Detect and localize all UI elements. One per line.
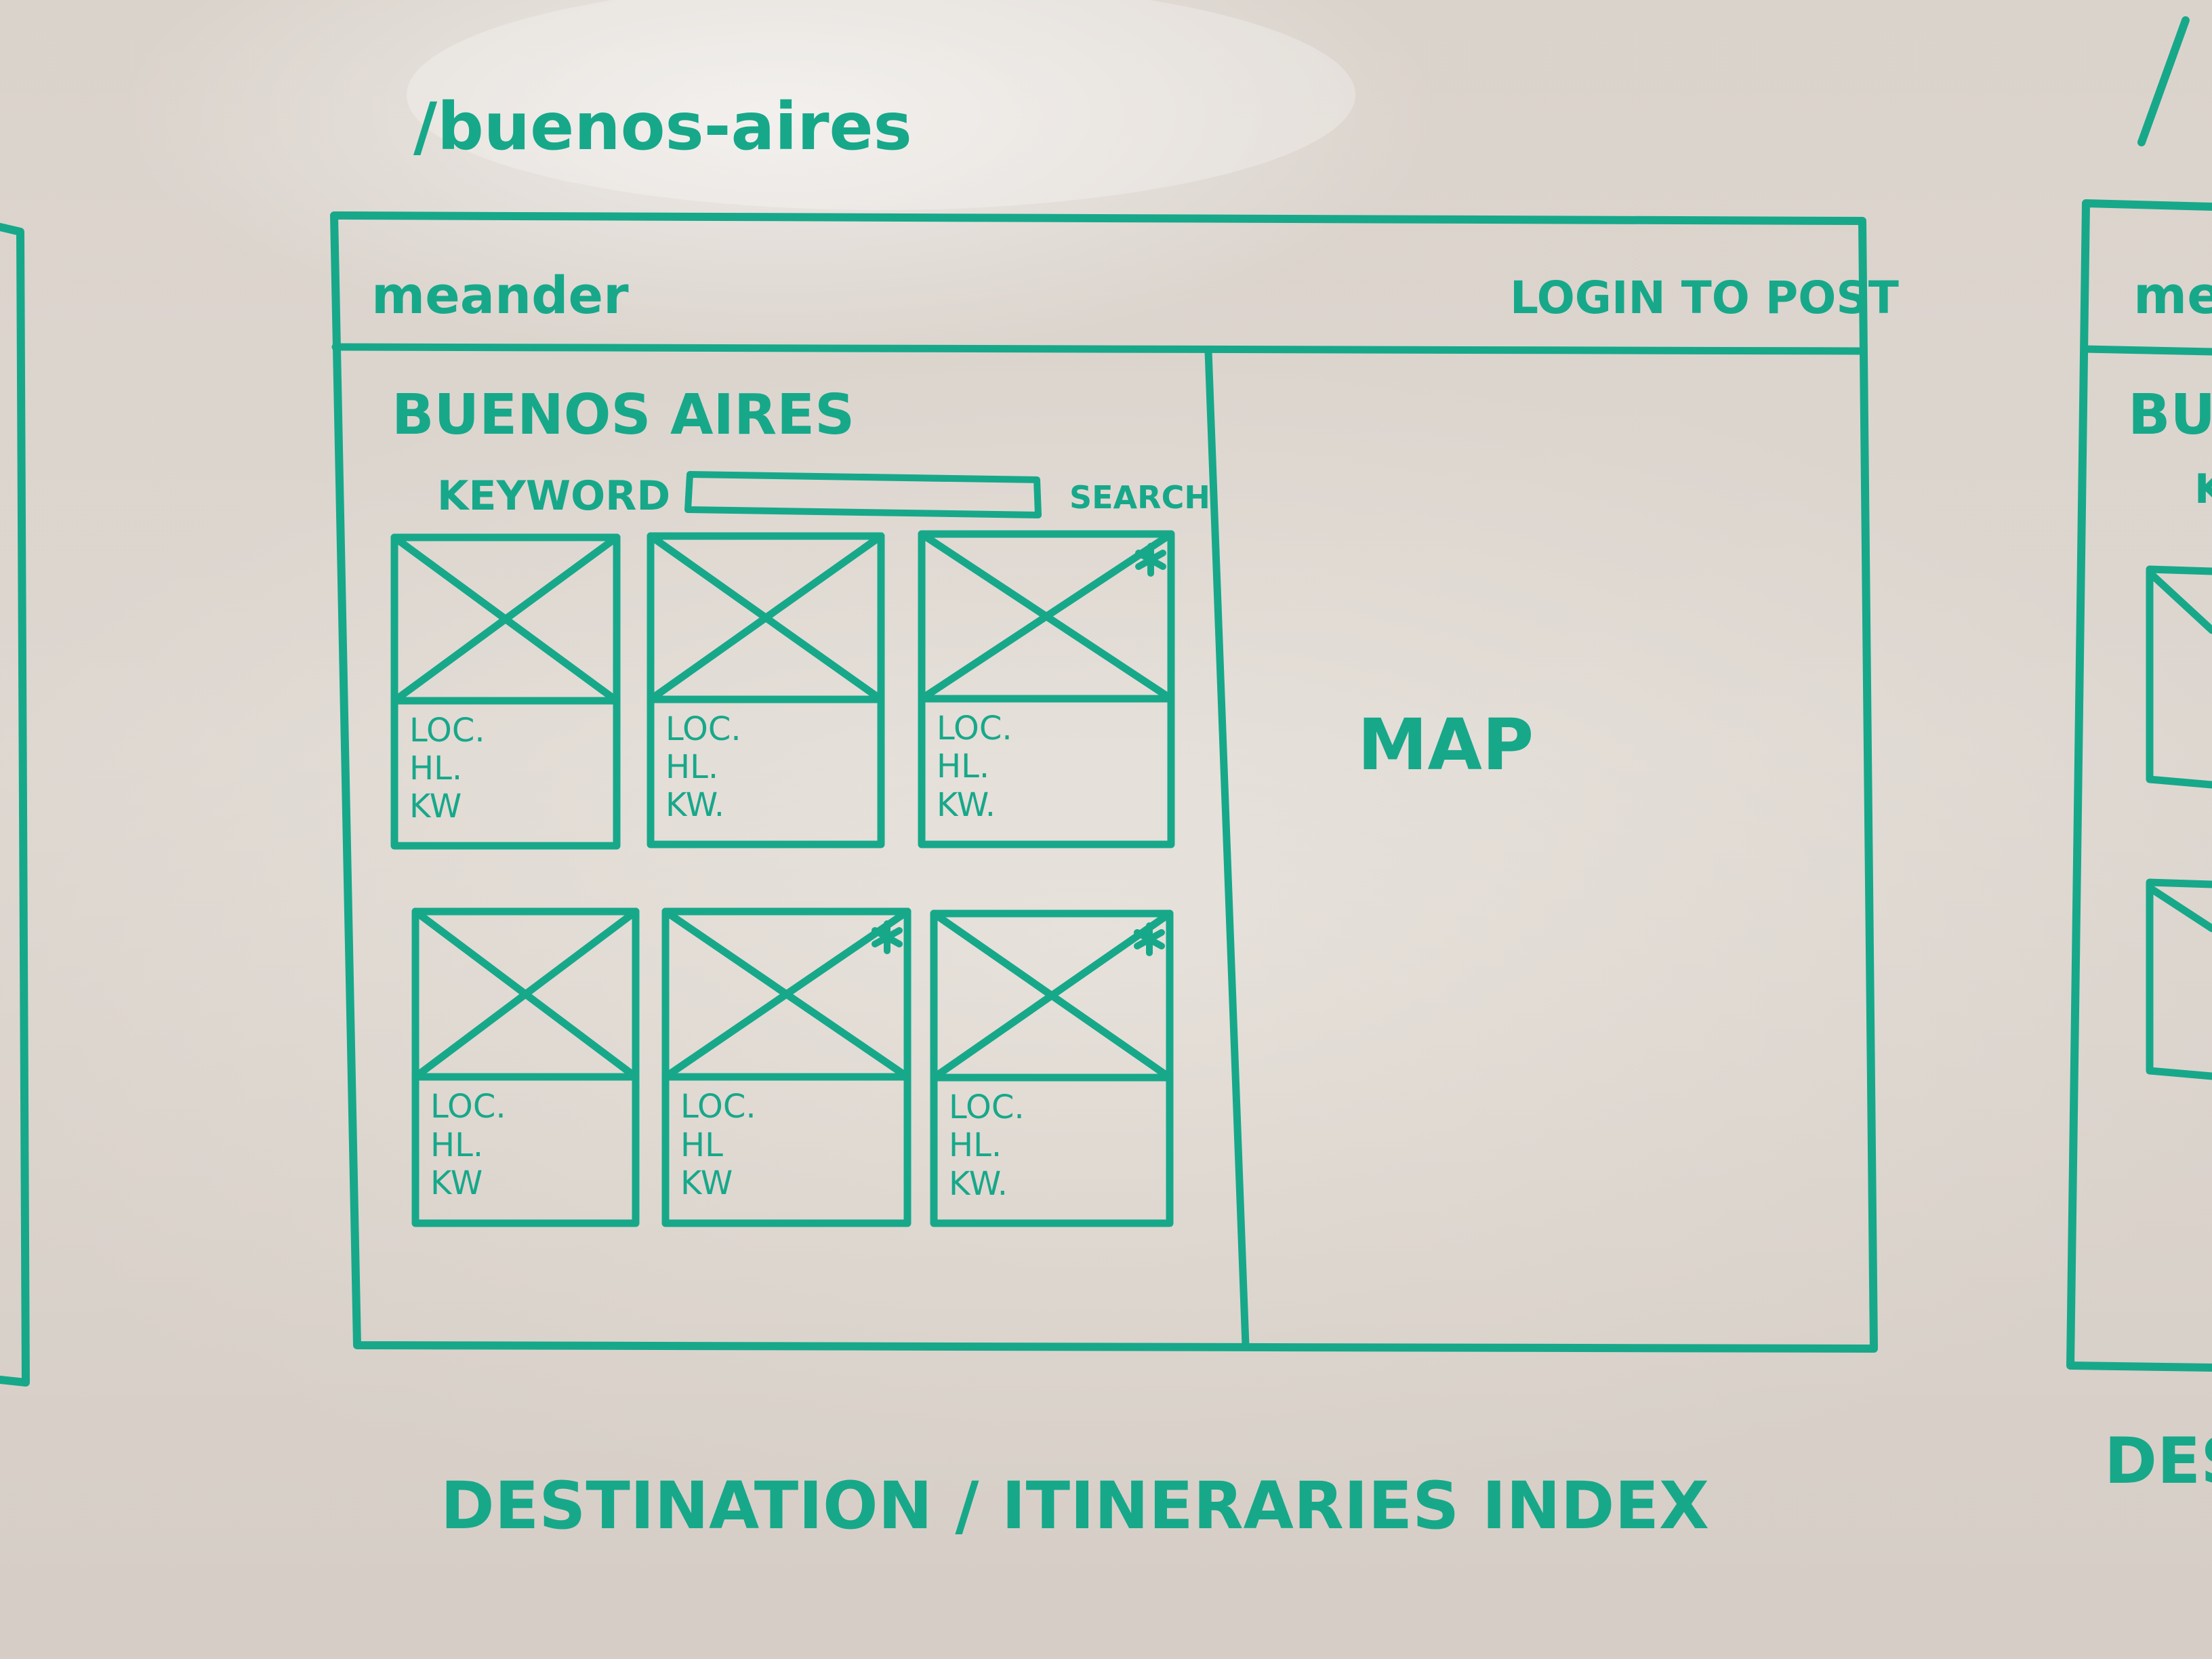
search-button[interactable]: SEARCH <box>1069 479 1210 516</box>
itinerary-card-1[interactable]: LOC.HL.KW <box>390 533 621 850</box>
card-keywords: KW. <box>949 1165 1008 1203</box>
neighbor-right-header-divider <box>2080 345 2212 356</box>
card-highlights: HL. <box>409 750 462 787</box>
neighbor-left-frame <box>0 223 30 1387</box>
card-frame <box>647 532 885 848</box>
card-keywords: KW <box>430 1164 483 1202</box>
card-highlights: HL. <box>430 1126 483 1164</box>
keyword-input[interactable] <box>684 471 1042 518</box>
card-frame <box>918 530 1175 848</box>
card-highlights: HL. <box>949 1126 1002 1164</box>
card-location: LOC. <box>430 1088 506 1126</box>
card-location: LOC. <box>949 1088 1025 1126</box>
neighbor-right-card-1 <box>2146 565 2212 789</box>
split-divider <box>1204 347 1250 1349</box>
card-frame <box>390 533 621 850</box>
logo[interactable]: meander <box>371 265 629 325</box>
image-placeholder-icon <box>647 532 885 703</box>
neighbor-right-logo: me <box>2133 265 2212 325</box>
star-icon[interactable] <box>1134 922 1165 956</box>
itinerary-card-6[interactable]: LOC.HL.KW. <box>930 909 1174 1227</box>
card-frame <box>411 907 640 1227</box>
image-placeholder-icon <box>390 533 621 705</box>
star-icon[interactable] <box>872 920 903 954</box>
neighbor-right-keyword: K <box>2194 466 2212 513</box>
destination-title: BUENOS AIRES <box>392 383 855 447</box>
glare <box>407 0 1355 210</box>
card-location: LOC. <box>937 710 1012 747</box>
card-keywords: KW. <box>665 786 724 824</box>
header-divider <box>331 343 1863 355</box>
card-highlights: HL. <box>937 747 989 785</box>
map-label: MAP <box>1357 703 1534 786</box>
neighbor-right-wireframe: me BU K DES <box>2066 16 2212 1498</box>
neighbor-right-frame <box>2066 199 2212 1372</box>
image-placeholder-icon <box>411 907 640 1081</box>
login-link[interactable]: LOGIN TO POST <box>1510 272 1899 324</box>
neighbor-right-card-2 <box>2146 878 2212 1080</box>
card-highlights: HL. <box>665 748 718 786</box>
image-placeholder-icon <box>918 530 1175 703</box>
card-frame <box>930 909 1174 1227</box>
board-caption: DESTINATION / ITINERARIES INDEX <box>441 1468 1709 1544</box>
itinerary-card-4[interactable]: LOC.HL.KW <box>411 907 640 1227</box>
browser-frame <box>330 211 1878 1353</box>
card-keywords: KW. <box>937 786 996 824</box>
itinerary-cards: LOC.HL.KWLOC.HL.KW.LOC.HL.KW.LOC.HL.KWLO… <box>390 530 1175 1227</box>
neighbor-right-title: BU <box>2128 383 2212 447</box>
card-highlights: HL <box>680 1126 723 1164</box>
itinerary-card-2[interactable]: LOC.HL.KW. <box>647 532 885 848</box>
wireframe-browser: meander LOGIN TO POST BUENOS AIRES KEYWO… <box>330 211 1899 1353</box>
neighbor-right-path-stroke <box>2137 16 2190 146</box>
page-path: /buenos-aires <box>413 89 912 165</box>
star-icon[interactable] <box>1135 543 1166 577</box>
neighbor-right-caption: DES <box>2104 1425 2212 1498</box>
card-keywords: KW <box>680 1164 733 1202</box>
card-location: LOC. <box>665 710 741 748</box>
card-keywords: KW <box>409 787 462 825</box>
image-placeholder-icon <box>930 909 1174 1082</box>
keyword-label: KEYWORD <box>437 472 670 520</box>
image-placeholder-icon <box>661 907 912 1081</box>
card-frame <box>661 907 912 1227</box>
card-location: LOC. <box>680 1088 756 1126</box>
itinerary-card-3[interactable]: LOC.HL.KW. <box>918 530 1175 848</box>
card-location: LOC. <box>409 712 485 750</box>
